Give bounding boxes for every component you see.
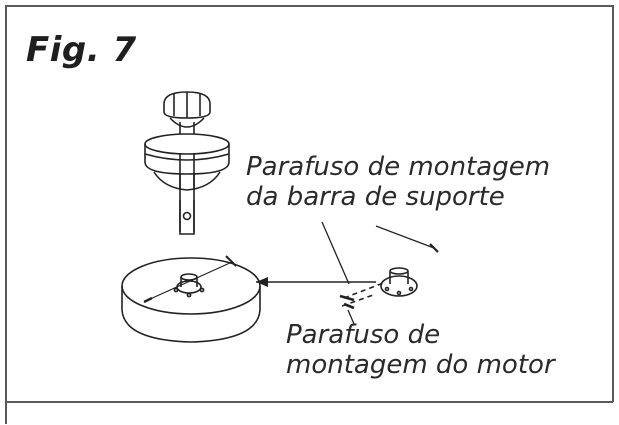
figure-drawing — [5, 5, 614, 424]
bracket-screw-callout: Parafuso de montagem da barra de suporte — [246, 152, 550, 212]
figure-frame: Fig. 7 Parafuso de montagem da barra de … — [4, 4, 615, 425]
motor-screw-label-line1: Parafuso de — [286, 320, 441, 350]
figure-title: Fig. 7 — [26, 30, 137, 70]
motor-coupling — [380, 267, 418, 297]
motor-screw-callout: Parafuso de montagem do motor — [286, 320, 555, 380]
bracket-screw-label-line1: Parafuso de montagem — [246, 152, 551, 182]
motor-screw-label-line2: montagem do motor — [286, 350, 555, 380]
motor-screw-leader — [339, 281, 387, 325]
frame-border — [5, 5, 614, 424]
bracket-screw-leader — [321, 221, 439, 285]
downrod-assembly — [144, 91, 230, 235]
bracket-screw-label-line2: da barra de suporte — [246, 182, 505, 212]
motor-housing — [121, 255, 261, 343]
motor-to-flange-arrow — [256, 277, 376, 287]
